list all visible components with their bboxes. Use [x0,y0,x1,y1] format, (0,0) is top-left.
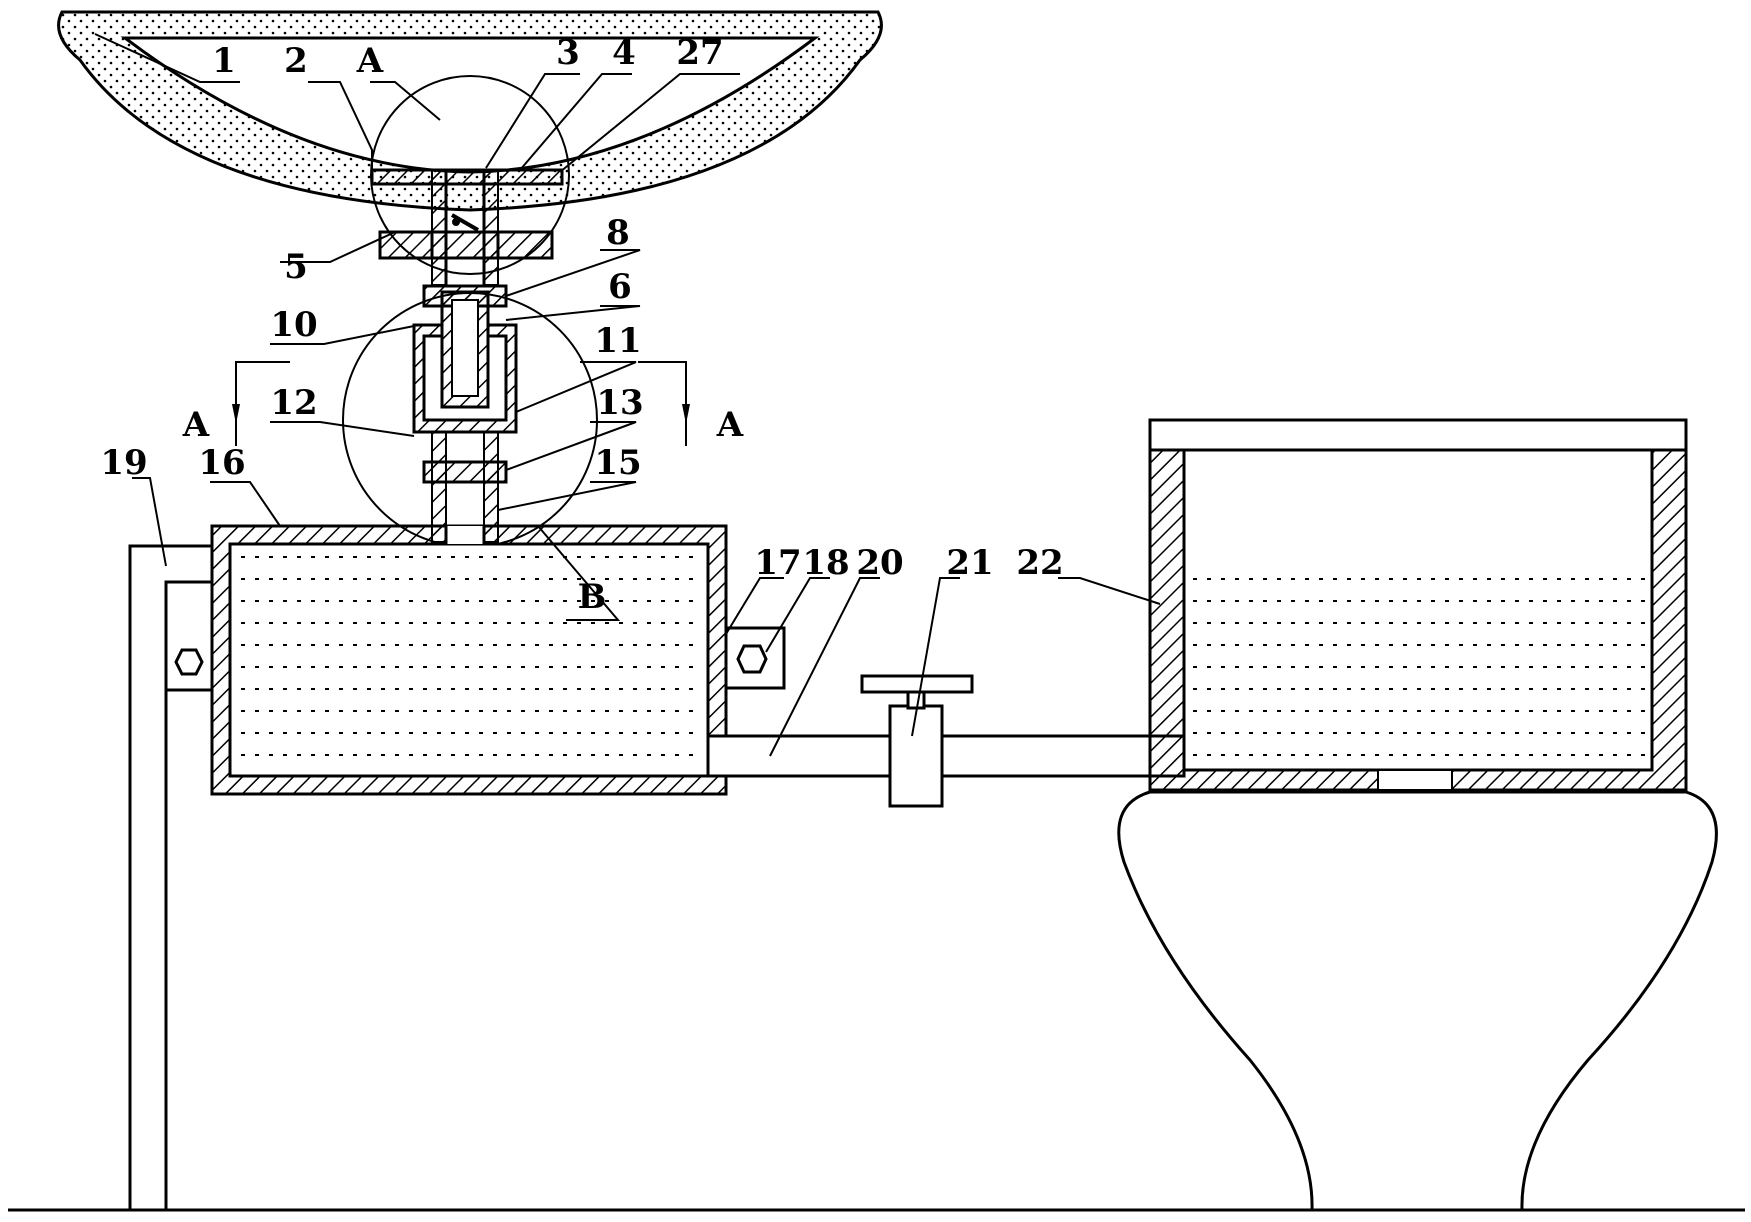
check-valve-flap [451,213,479,232]
label-2: 2 [284,41,308,81]
label-10: 10 [270,305,317,345]
label-17: 17 [754,543,801,583]
label-6: 6 [608,267,632,307]
bolt-left-icon [174,648,204,676]
valve [860,674,974,808]
label-27: 27 [676,33,723,73]
label-a-right: A [716,405,744,445]
label-a-top: A [356,41,384,81]
label-5: 5 [284,247,308,287]
label-a-left: A [182,405,210,445]
label-3: 3 [556,33,580,73]
label-21: 21 [946,543,993,583]
upper-pipe-wall-right [483,169,499,286]
lower-coupling [422,460,508,484]
label-4: 4 [612,33,636,73]
support-bracket [128,544,214,1210]
upper-pipe-wall-left [431,169,447,286]
drain-plate [370,168,564,186]
outer-sleeve [412,323,518,434]
fixing-nut [378,230,554,260]
label-1: 1 [212,41,236,81]
label-8: 8 [606,213,630,253]
label-12: 12 [270,383,317,423]
label-22: 22 [1016,543,1063,583]
label-20: 20 [856,543,903,583]
toilet-bowl [1117,790,1718,1211]
label-19: 19 [100,443,147,483]
connecting-pipe [706,734,1186,778]
label-18: 18 [802,543,849,583]
valve-handle [860,674,974,694]
label-16: 16 [198,443,245,483]
toilet-cistern [1148,418,1688,792]
label-11: 11 [594,321,641,361]
section-line-right [638,361,687,446]
label-b: B [578,577,607,617]
water-tank [210,524,728,796]
leader-lines [94,33,1161,757]
label-15: 15 [594,443,641,483]
bolt-right-icon [736,644,768,674]
label-13: 13 [596,383,643,423]
